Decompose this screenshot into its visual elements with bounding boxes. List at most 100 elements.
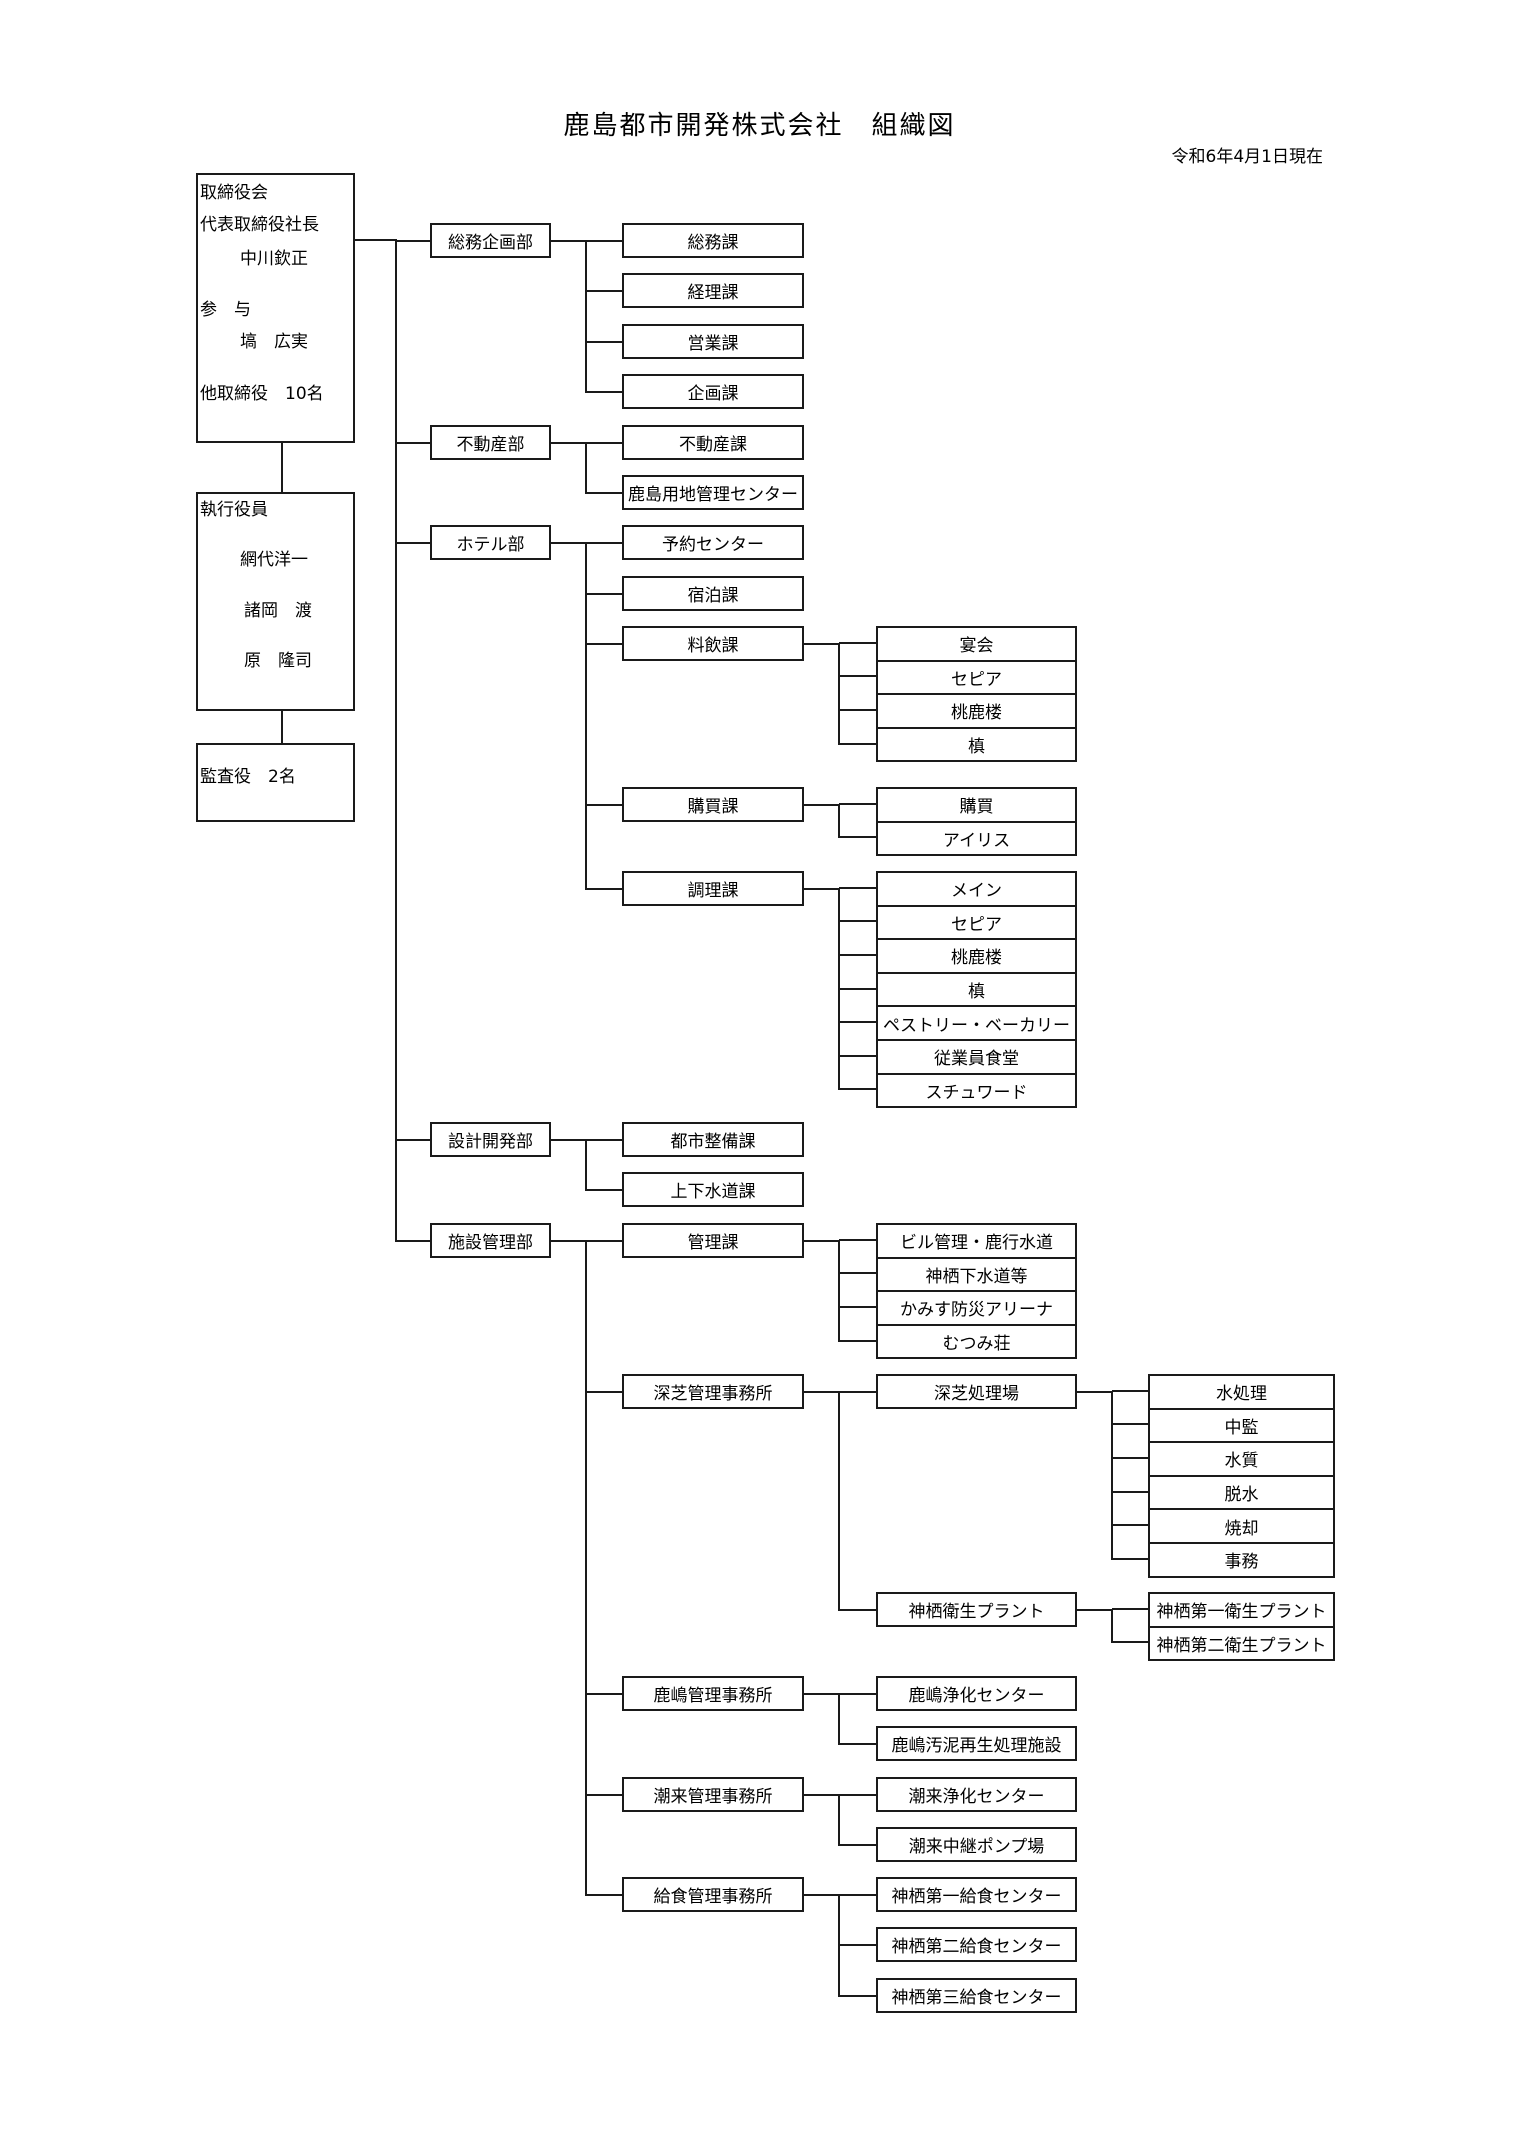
department-box: 総務企画部 xyxy=(430,223,551,258)
president-title: 代表取締役社長 xyxy=(200,215,319,235)
section-box: 料飲課 xyxy=(622,626,804,661)
unit-stack: 購買アイリス xyxy=(876,787,1077,857)
department-box-label: 総務企画部 xyxy=(448,233,533,253)
section-trunk-line xyxy=(585,542,587,890)
advisor-name: 塙 広実 xyxy=(240,332,308,352)
trunk-to-section-line xyxy=(586,390,622,393)
trunk-to-facility-line xyxy=(839,1692,876,1695)
trunk-to-facility-line xyxy=(839,1943,876,1946)
section-to-trunk-line xyxy=(804,642,839,645)
officer-name: 諸岡 渡 xyxy=(244,601,312,621)
department-box-label: 施設管理部 xyxy=(448,1233,533,1253)
facility-box-label: 鹿嶋浄化センター xyxy=(908,1686,1045,1706)
trunk-to-section-line xyxy=(586,803,622,806)
unit-cell: 神栖第一衛生プラント xyxy=(1156,1602,1327,1623)
facility-box: 鹿嶋浄化センター xyxy=(876,1676,1077,1711)
unit-cell: ペストリー・ベーカリー xyxy=(878,1005,1075,1039)
unit-trunk-line xyxy=(1111,1391,1113,1560)
trunk-to-department-line xyxy=(396,1239,430,1242)
section-box: 管理課 xyxy=(622,1223,804,1258)
unit-cell: 神栖下水道等 xyxy=(878,1256,1075,1291)
unit-cell: 水処理 xyxy=(1216,1384,1267,1405)
trunk-to-unit-line xyxy=(1112,1423,1148,1426)
unit-cell: 宴会 xyxy=(959,636,994,657)
trunk-to-unit-line xyxy=(1112,1524,1148,1527)
facility-box-label: 神栖衛生プラント xyxy=(908,1602,1045,1622)
facility-to-trunk-line xyxy=(1077,1608,1112,1611)
unit-cell: 脱水 xyxy=(1150,1474,1333,1509)
trunk-to-unit-line xyxy=(839,954,876,956)
trunk-to-section-line xyxy=(586,887,622,890)
trunk-to-unit-line xyxy=(839,987,876,990)
officers-auditors-connector xyxy=(281,710,283,744)
auditors-label: 監査役 2名 xyxy=(200,767,296,787)
unit-trunk-line xyxy=(838,804,840,839)
trunk-to-unit-line xyxy=(839,802,876,805)
section-box: 鹿島用地管理センター xyxy=(622,475,804,510)
unit-stack: 水処理中監水質脱水焼却事務 xyxy=(1148,1374,1335,1578)
unit-cell: 桃鹿楼 xyxy=(878,938,1075,972)
trunk-to-unit-line xyxy=(1112,1607,1148,1610)
section-box: 鹿嶋管理事務所 xyxy=(622,1676,804,1711)
facility-box-label: 神栖第一給食センター xyxy=(891,1887,1062,1907)
facility-box-label: 鹿嶋汚泥再生処理施設 xyxy=(891,1736,1062,1756)
trunk-to-section-line xyxy=(586,541,622,544)
section-to-trunk-line xyxy=(804,887,839,890)
company-name: 鹿島都市開発株式会社 xyxy=(563,111,844,141)
unit-cell: 従業員食堂 xyxy=(878,1038,1075,1073)
trunk-to-unit-line xyxy=(1112,1457,1148,1459)
unit-stack: メインセピア桃鹿楼槙ペストリー・ベーカリー従業員食堂スチュワード xyxy=(876,871,1077,1109)
section-box-label: 経理課 xyxy=(687,283,739,303)
trunk-to-section-line xyxy=(586,1188,622,1191)
trunk-to-facility-line xyxy=(839,1994,876,1997)
trunk-to-section-line xyxy=(586,1793,622,1796)
trunk-to-unit-line xyxy=(1112,1389,1148,1392)
facility-trunk-line xyxy=(838,1894,840,1997)
trunk-to-unit-line xyxy=(1112,1490,1148,1493)
unit-cell: 桃鹿楼 xyxy=(878,693,1075,727)
trunk-to-unit-line xyxy=(839,1339,876,1342)
trunk-to-facility-line xyxy=(839,1390,876,1393)
unit-trunk-line xyxy=(838,888,840,1091)
section-box-label: 総務課 xyxy=(687,233,739,253)
section-box-label: 鹿島用地管理センター xyxy=(628,485,798,505)
trunk-to-unit-line xyxy=(839,886,876,889)
section-box: 給食管理事務所 xyxy=(622,1877,804,1912)
board-heading: 取締役会 xyxy=(200,183,268,203)
unit-cell: 中監 xyxy=(1150,1407,1333,1442)
as-of-date: 令和6年4月1日現在 xyxy=(1171,147,1323,167)
unit-cell: 神栖第二衛生プラント xyxy=(1150,1625,1333,1660)
facility-box: 神栖第三給食センター xyxy=(876,1978,1077,2013)
facility-box-label: 潮来中継ポンプ場 xyxy=(908,1837,1045,1857)
section-box-label: 購買課 xyxy=(687,797,739,817)
department-to-trunk-line xyxy=(551,1239,586,1242)
trunk-to-unit-line xyxy=(839,920,876,923)
board-box: 取締役会 代表取締役社長 中川欽正 参 与 塙 広実 他取締役 10名 xyxy=(196,173,355,443)
trunk-to-unit-line xyxy=(839,641,876,644)
section-box: 総務課 xyxy=(622,223,804,258)
unit-cell: スチュワード xyxy=(878,1072,1075,1107)
trunk-to-unit-line xyxy=(1112,1557,1148,1560)
section-box: 潮来管理事務所 xyxy=(622,1777,804,1812)
trunk-to-section-line xyxy=(586,1239,622,1242)
unit-trunk-line xyxy=(838,1240,840,1342)
facility-box: 鹿嶋汚泥再生処理施設 xyxy=(876,1726,1077,1761)
board-officers-connector xyxy=(281,442,283,493)
department-to-trunk-line xyxy=(551,541,586,544)
department-box: 設計開発部 xyxy=(430,1122,551,1157)
unit-cell: 焼却 xyxy=(1150,1508,1333,1542)
unit-cell: 槙 xyxy=(878,971,1075,1006)
section-box: 予約センター xyxy=(622,525,804,560)
trunk-to-unit-line xyxy=(839,1054,876,1057)
unit-stack: ビル管理・鹿行水道神栖下水道等かみす防災アリーナむつみ荘 xyxy=(876,1223,1077,1360)
section-box-label: 予約センター xyxy=(662,535,764,555)
section-trunk-line xyxy=(585,1139,587,1191)
section-to-trunk-line xyxy=(804,1893,839,1896)
department-box: 不動産部 xyxy=(430,425,551,460)
department-box-label: ホテル部 xyxy=(456,535,525,555)
trunk-to-unit-line xyxy=(839,836,876,839)
trunk-to-section-line xyxy=(586,1692,622,1695)
unit-stack: 宴会セピア桃鹿楼槙 xyxy=(876,626,1077,763)
section-box-label: 営業課 xyxy=(687,334,739,354)
section-to-trunk-line xyxy=(804,1390,839,1393)
